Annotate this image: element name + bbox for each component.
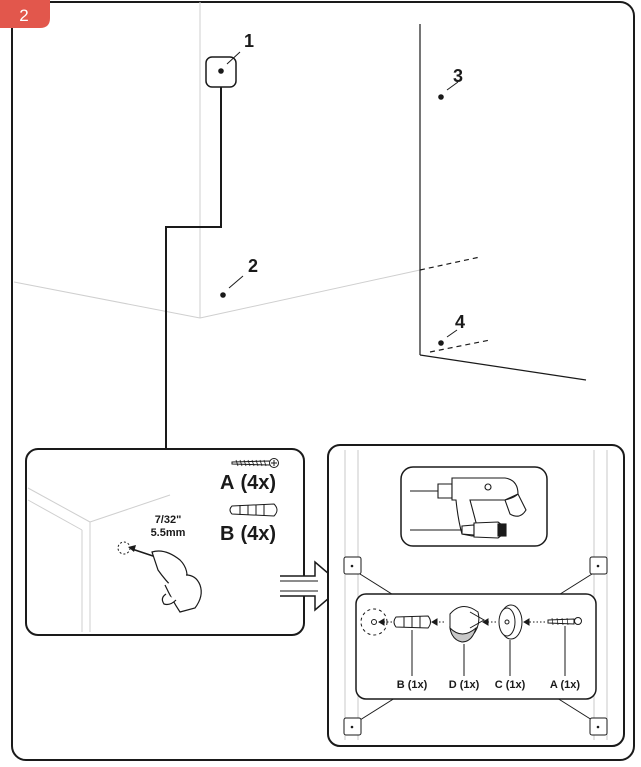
marker-4: 4 xyxy=(438,312,465,346)
hand-drill-icon xyxy=(151,550,202,613)
anchor-b-part-icon xyxy=(393,615,431,629)
screw-a-part-icon xyxy=(547,617,582,626)
cabinet-outline xyxy=(419,24,587,381)
mounting-detail-panel: B (1x) D (1x) C (1x) A (1x) xyxy=(327,444,625,747)
marker-2-label: 2 xyxy=(248,256,258,276)
screwdriver-icon xyxy=(410,521,507,539)
step-badge: 2 xyxy=(0,0,50,28)
marker-1: 1 xyxy=(218,31,254,74)
washer-c-part-icon xyxy=(498,604,523,640)
power-drill-icon xyxy=(410,477,527,537)
callout-lead-line xyxy=(165,87,222,450)
room-lines xyxy=(13,2,421,319)
hardware-a-letter: A xyxy=(220,472,234,494)
hardware-b-qty: (4x) xyxy=(240,523,276,545)
tools-box xyxy=(400,466,548,547)
marker-1-label: 1 xyxy=(244,31,254,51)
marker-3: 3 xyxy=(438,66,463,100)
drill-size-inches: 7/32" xyxy=(155,514,182,526)
cup-d-part-icon xyxy=(449,606,486,643)
marker-3-label: 3 xyxy=(453,66,463,86)
marker-4-label: 4 xyxy=(455,312,465,332)
part-b-label: B (1x) xyxy=(397,679,428,691)
page-frame xyxy=(11,1,635,761)
part-d-label: D (1x) xyxy=(449,679,480,691)
hardware-b-letter: B xyxy=(220,523,234,545)
drill-size-mm: 5.5mm xyxy=(151,527,186,539)
parts-assembly-box: B (1x) D (1x) C (1x) A (1x) xyxy=(355,593,597,700)
hardware-a-qty: (4x) xyxy=(240,472,276,494)
marker-2: 2 xyxy=(220,256,258,298)
anchor-b-icon xyxy=(229,503,278,517)
step-number: 2 xyxy=(19,6,28,25)
drill-callout-panel: 7/32" 5.5mm A (4x) xyxy=(25,448,305,636)
screw-a-icon xyxy=(231,458,279,468)
part-c-label: C (1x) xyxy=(495,679,526,691)
part-a-label: A (1x) xyxy=(550,679,580,691)
